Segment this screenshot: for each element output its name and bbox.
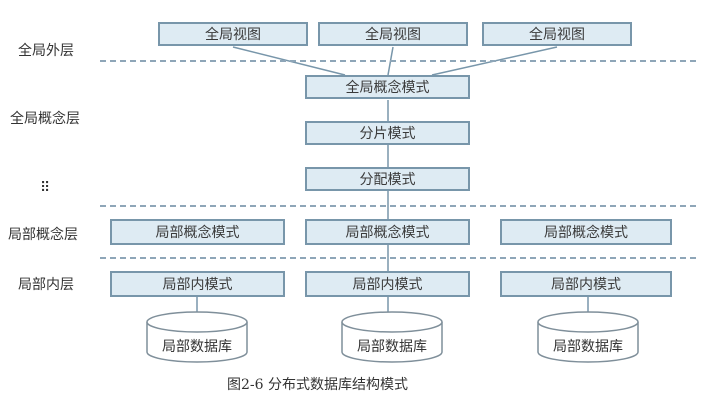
local-internal-box: 局部内模式 [500, 271, 672, 297]
local-database: 局部数据库 [342, 312, 442, 362]
ellipsis-icon: ⠿ [40, 180, 51, 196]
local-concept-box: 局部概念模式 [500, 219, 672, 245]
allocation-schema-box: 分配模式 [305, 167, 470, 191]
layer-label-local-concept: 局部概念层 [8, 227, 78, 243]
layer-divider [100, 60, 696, 62]
global-view-box: 全局视图 [482, 22, 632, 46]
local-concept-box: 局部概念模式 [110, 219, 285, 245]
layer-label-global-concept: 全局概念层 [10, 111, 80, 127]
database-cylinders [146, 311, 639, 363]
local-internal-box: 局部内模式 [110, 271, 285, 297]
fragment-schema-box: 分片模式 [305, 121, 470, 145]
local-database: 局部数据库 [147, 312, 247, 362]
layer-label-local-internal: 局部内层 [18, 277, 74, 293]
local-concept-box: 局部概念模式 [305, 219, 470, 245]
global-view-box: 全局视图 [318, 22, 468, 46]
layer-label-global-external: 全局外层 [18, 43, 74, 59]
local-internal-box: 局部内模式 [305, 271, 470, 297]
local-database: 局部数据库 [538, 312, 638, 362]
local-database-label: 局部数据库 [553, 339, 623, 355]
local-database-label: 局部数据库 [162, 339, 232, 355]
figure-caption: 图2-6 分布式数据库结构模式 [227, 377, 408, 393]
global-view-box: 全局视图 [158, 22, 308, 46]
global-schema-box: 全局概念模式 [305, 75, 470, 99]
layer-divider [100, 257, 696, 259]
layer-divider [100, 205, 696, 207]
local-database-label: 局部数据库 [357, 339, 427, 355]
